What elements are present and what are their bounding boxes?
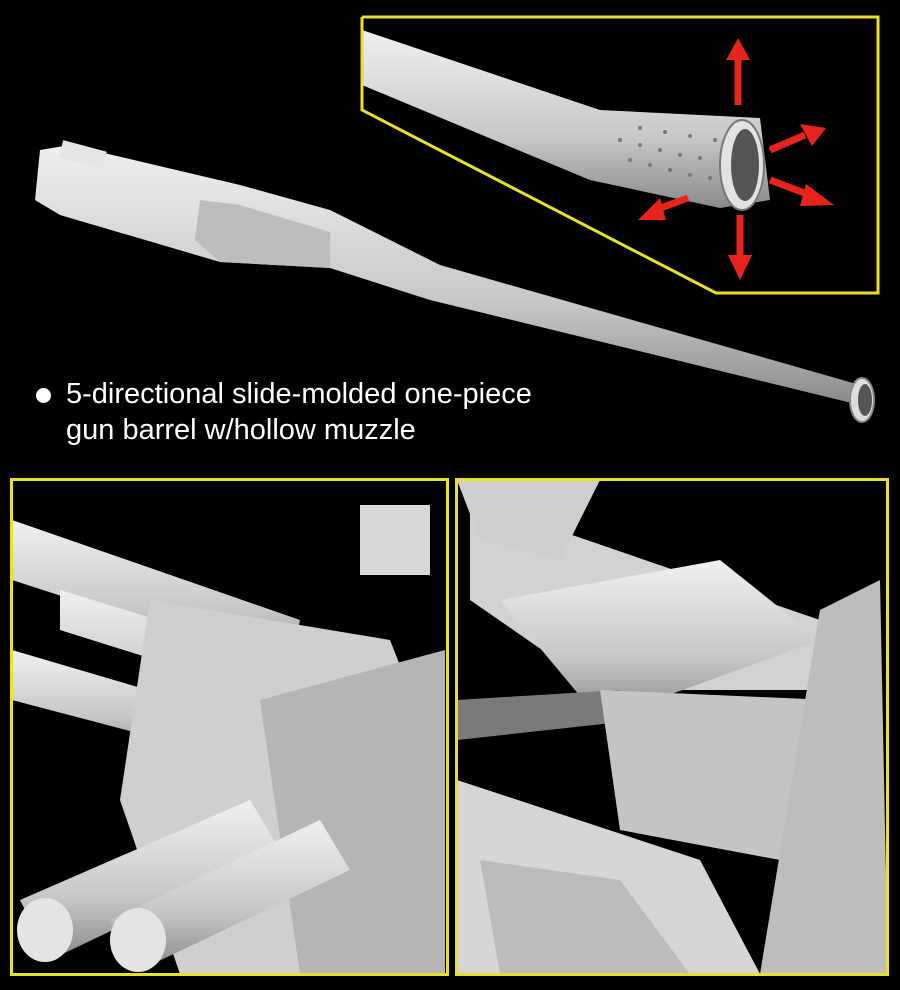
caption-line-1: 5-directional slide-molded one-piece [66, 378, 532, 410]
feature-caption: 5-directional slide-molded one-piece gun… [36, 376, 532, 448]
muzzle-closeup-inset [360, 15, 880, 295]
arrow-up-right-icon [768, 131, 807, 154]
bullet-icon [36, 388, 51, 403]
panel-frame [10, 478, 449, 976]
arrow-right-icon [768, 176, 812, 199]
closeup-barrel [362, 30, 770, 208]
twin-gun-detail-panel [10, 478, 449, 976]
inset-frame [360, 15, 880, 295]
gun-barrel-part [35, 140, 875, 423]
caption-line-2: gun barrel w/hollow muzzle [66, 414, 416, 446]
panel-frame [455, 478, 889, 976]
muzzle-bore [731, 129, 759, 201]
mount-detail-panel [455, 478, 889, 976]
slide-direction-arrows [638, 38, 834, 280]
